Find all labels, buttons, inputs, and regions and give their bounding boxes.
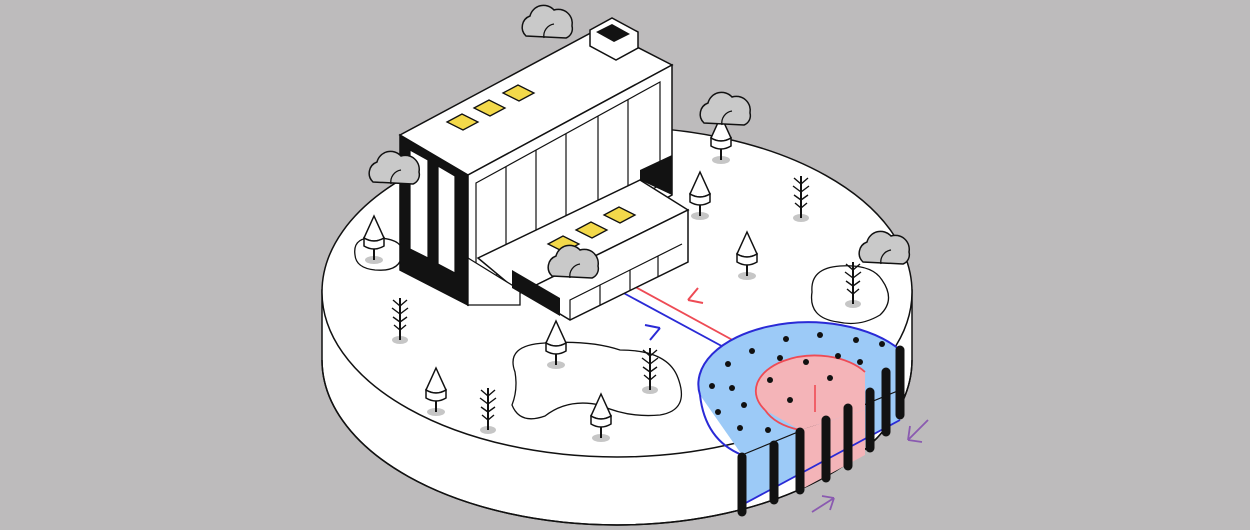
exchange-arrow-icon [811, 495, 835, 513]
hot-flow-arrow-icon [687, 287, 704, 304]
cold-flow-arrow-icon [644, 324, 661, 341]
office-building-icon [398, 17, 690, 321]
borehole-field [697, 321, 929, 517]
roof-solar-panels [445, 84, 536, 131]
exchange-arrow-icon [907, 419, 929, 443]
